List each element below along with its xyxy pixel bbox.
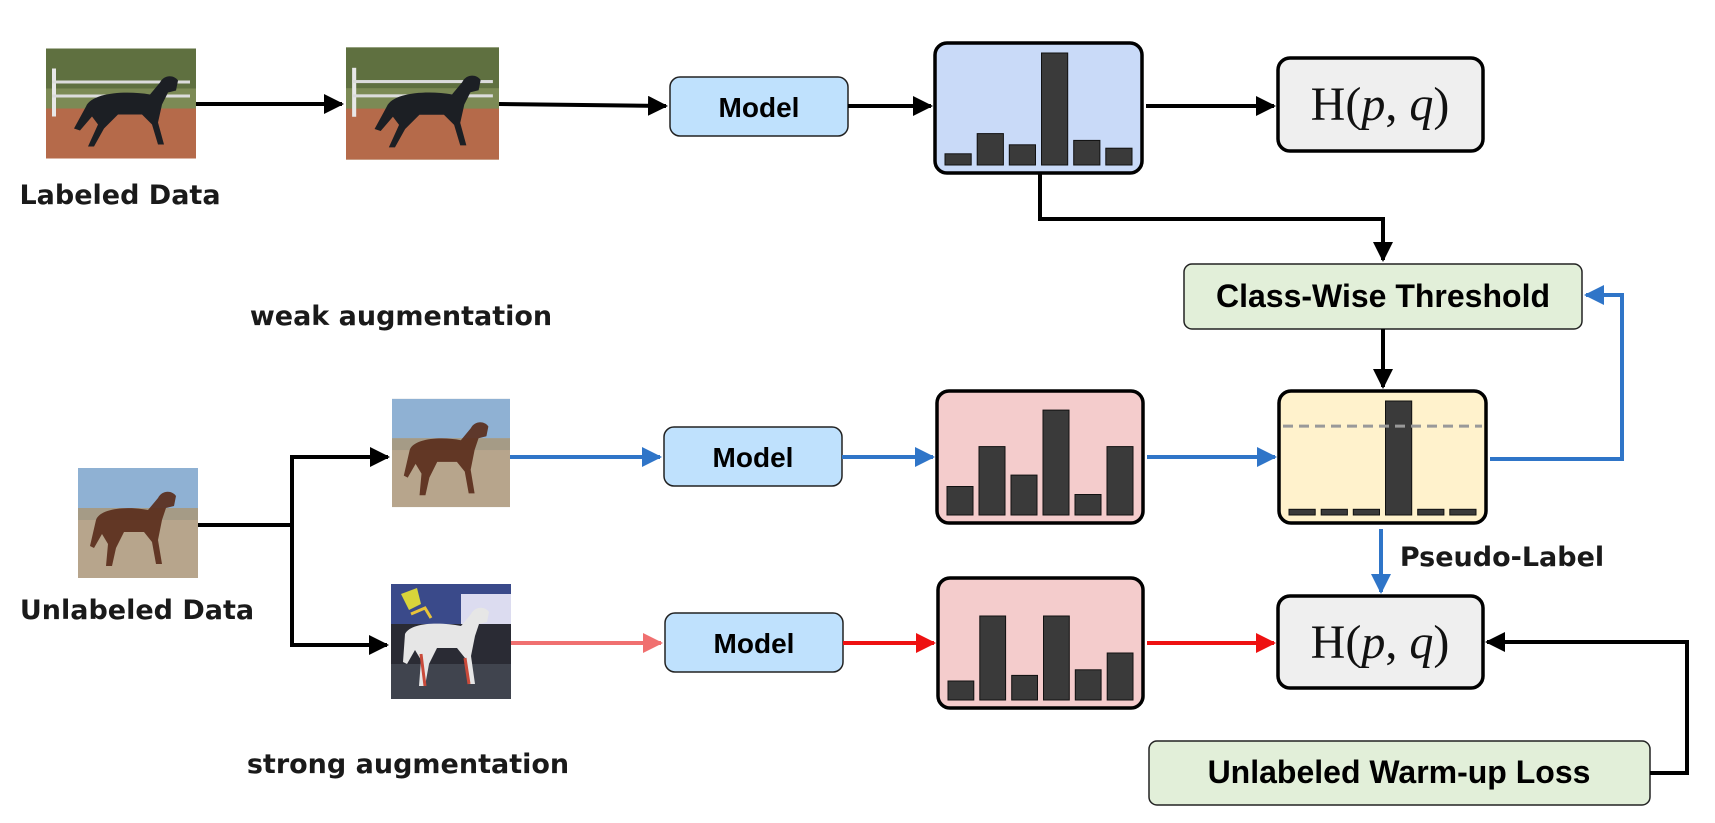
strong-hist-bar-3 (1011, 674, 1039, 701)
pseudo-label-histogram (1277, 389, 1488, 525)
model-box-top: Model (669, 76, 849, 137)
arrow-aug-to-model (498, 95, 668, 116)
pseudo-hist-bar-3 (1352, 508, 1381, 516)
unlabeled-horse-image (78, 468, 198, 578)
labeled-hist-bar-2 (976, 133, 1004, 166)
pseudo-hist-bar-2 (1320, 508, 1348, 516)
loss-q: q (1409, 78, 1433, 131)
loss-p-2: p (1358, 616, 1385, 669)
model-box-weak: Model (663, 426, 843, 487)
labeled-horse-augmented-image (346, 47, 499, 160)
warmup-loss-box: Unlabeled Warm-up Loss (1148, 740, 1651, 806)
arrow-hist-to-threshold (1038, 173, 1393, 262)
loss-comma: , (1385, 78, 1409, 131)
labeled-hist-bar-3 (1008, 144, 1036, 166)
loss-p: p (1358, 78, 1385, 131)
class-wise-threshold-label: Class-Wise Threshold (1216, 278, 1550, 314)
strong-hist-bar-1 (947, 680, 975, 701)
strong-prediction-histogram (936, 576, 1145, 710)
labeled-hist-bar-6 (1105, 147, 1133, 166)
strong-hist-bar-2 (979, 615, 1007, 701)
warmup-loss-label: Unlabeled Warm-up Loss (1208, 754, 1591, 790)
arrows (196, 94, 1689, 775)
labeled-hist-bar-4 (1041, 52, 1069, 166)
weak-hist-bar-5 (1074, 494, 1102, 516)
pseudo-hist-bar-1 (1288, 508, 1316, 516)
arrow-pseudo-to-threshold (1490, 285, 1624, 461)
weak-augmented-horse-image (392, 398, 510, 508)
loss-comma-2: , (1385, 616, 1409, 669)
loss-close-2: ) (1433, 616, 1449, 669)
labeled-hist-bar-5 (1073, 139, 1101, 166)
arrow-unlabeled-to-strong (290, 525, 389, 655)
strong-hist-bar-5 (1074, 669, 1102, 701)
unlabeled-data-label: Unlabeled Data (20, 595, 254, 626)
pseudo-hist-bar-5 (1417, 508, 1445, 516)
pseudo-label-label: Pseudo-Label (1400, 542, 1604, 573)
loss-h: H( (1311, 78, 1362, 131)
model-top-label: Model (719, 92, 800, 123)
weak-hist-bar-4 (1042, 409, 1070, 516)
weak-hist-bar-1 (946, 486, 974, 516)
strong-augmented-horse-image (391, 584, 511, 699)
unsupervised-loss-box: H(p, q) (1276, 594, 1485, 690)
class-wise-threshold-box: Class-Wise Threshold (1183, 263, 1583, 330)
strong-augmentation-label: strong augmentation (247, 749, 569, 780)
weak-prediction-histogram (935, 389, 1145, 525)
weak-hist-bar-3 (1010, 474, 1038, 516)
pseudo-hist-bar-4 (1385, 400, 1413, 516)
svg-text:H(p, q): H(p, q) (1311, 616, 1450, 669)
arrow-warmup-to-loss (1485, 632, 1689, 775)
svg-text:H(p, q): H(p, q) (1311, 78, 1450, 131)
model-box-strong: Model (664, 612, 844, 673)
strong-hist-bar-6 (1106, 652, 1134, 701)
supervised-loss-box: H(p, q) (1276, 56, 1485, 153)
labeled-prediction-histogram (933, 41, 1144, 175)
arrow-unlabeled-to-weak (198, 447, 390, 527)
pseudo-hist-bar-6 (1449, 508, 1477, 516)
loss-h-2: H( (1311, 616, 1362, 669)
labeled-hist-bar-1 (944, 153, 972, 166)
loss-q-2: q (1409, 616, 1433, 669)
weak-augmentation-label: weak augmentation (250, 301, 552, 332)
labeled-data-label: Labeled Data (19, 180, 220, 211)
model-strong-label: Model (714, 628, 795, 659)
weak-hist-bar-6 (1106, 446, 1134, 516)
labeled-horse-image (46, 48, 196, 159)
loss-close: ) (1433, 78, 1449, 131)
weak-hist-bar-2 (978, 446, 1006, 516)
model-weak-label: Model (713, 442, 794, 473)
strong-hist-bar-4 (1043, 615, 1070, 701)
